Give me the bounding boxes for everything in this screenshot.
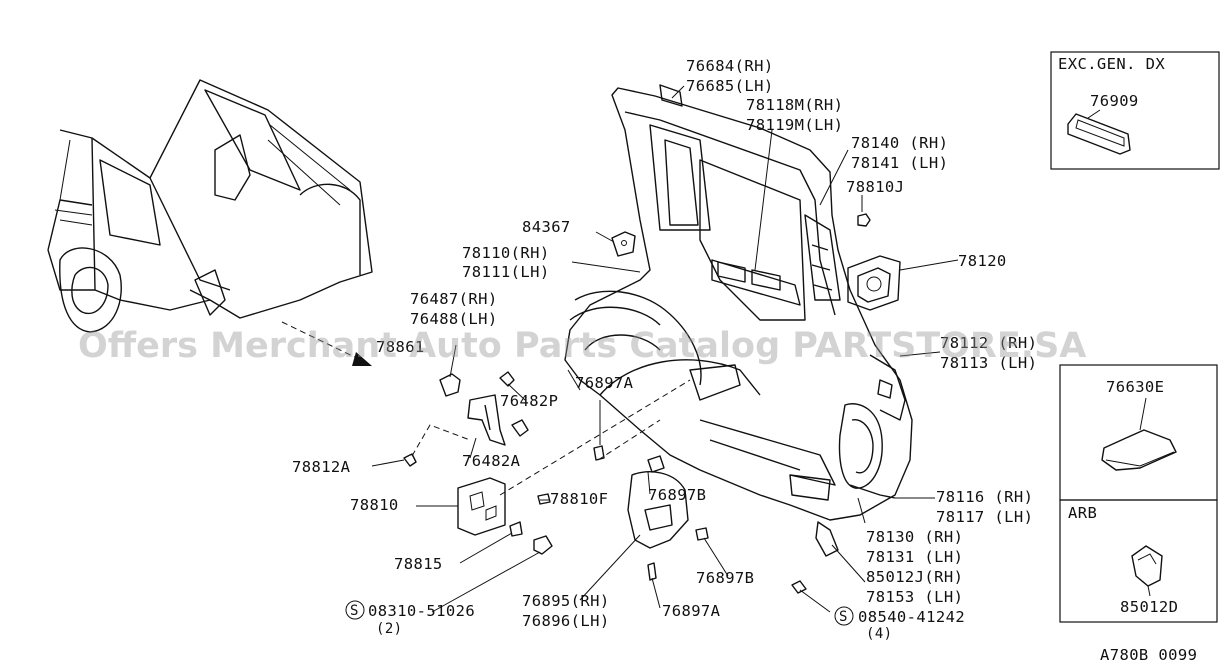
label-76909: 76909 bbox=[1090, 92, 1139, 110]
label-08540: 08540-41242 bbox=[858, 608, 965, 626]
s-symbol-08540: S bbox=[839, 609, 848, 625]
inset-76630e: 76630E bbox=[1059, 364, 1218, 501]
inset-arb-title: ARB bbox=[1068, 504, 1097, 522]
s-circle-08540 bbox=[834, 606, 854, 626]
label-78810f: 78810F bbox=[550, 490, 608, 508]
label-78810: 78810 bbox=[350, 496, 399, 514]
screw-08540 bbox=[791, 580, 807, 594]
part-78861 bbox=[439, 373, 461, 397]
part-78810j bbox=[857, 213, 871, 227]
part-76482p bbox=[499, 371, 515, 387]
part-78810 bbox=[457, 477, 506, 536]
label-08310-qty: (2) bbox=[376, 621, 403, 637]
label-76897a-low: 76897A bbox=[662, 602, 721, 620]
part-84367 bbox=[611, 231, 636, 257]
label-78130: 78130 (RH) bbox=[866, 528, 963, 546]
vehicle-overview bbox=[47, 79, 373, 366]
inset-arb: ARB 85012D bbox=[1059, 499, 1218, 623]
part-78120 bbox=[847, 255, 901, 311]
label-76684: 76684(RH) bbox=[686, 57, 774, 75]
label-78110: 78110(RH) bbox=[462, 244, 550, 262]
watermark: Offers Merchant Auto Parts Catalog PARTS… bbox=[78, 326, 1086, 366]
label-78861: 78861 bbox=[376, 338, 425, 356]
label-08310: 08310-51026 bbox=[368, 602, 475, 620]
bracket-85012j bbox=[815, 521, 839, 557]
part-76897b-b bbox=[695, 527, 709, 541]
quarter-panel bbox=[564, 84, 913, 521]
small-parts bbox=[403, 213, 901, 594]
part-78810f bbox=[537, 493, 551, 505]
part-labels: 76684(RH) 76685(LH) 78118M(RH) 78119M(LH… bbox=[292, 57, 1197, 664]
label-78815: 78815 bbox=[394, 555, 443, 573]
label-78812a: 78812A bbox=[292, 458, 351, 476]
label-78131: 78131 (LH) bbox=[866, 548, 963, 566]
label-76482p: 76482P bbox=[500, 392, 558, 410]
label-08540-qty: (4) bbox=[866, 626, 893, 642]
label-76482a: 76482A bbox=[462, 452, 521, 470]
label-78118m: 78118M(RH) bbox=[746, 96, 843, 114]
label-78119m: 78119M(LH) bbox=[746, 116, 843, 134]
label-76630e: 76630E bbox=[1106, 378, 1164, 396]
label-78810j: 78810J bbox=[846, 178, 904, 196]
label-76895: 76895(RH) bbox=[522, 592, 610, 610]
label-76897b-mid: 76897B bbox=[648, 486, 706, 504]
s-symbol-08310: S bbox=[350, 603, 359, 619]
part-85012d bbox=[1131, 545, 1163, 587]
label-76487: 76487(RH) bbox=[410, 290, 498, 308]
label-78116: 78116 (RH) bbox=[936, 488, 1033, 506]
mudguard-76895 bbox=[627, 471, 689, 549]
label-78140: 78140 (RH) bbox=[851, 134, 948, 152]
label-85012j: 85012J(RH) bbox=[866, 568, 963, 586]
part-76897a-b bbox=[647, 562, 657, 581]
part-78812a bbox=[403, 453, 417, 467]
part-76897a-a bbox=[593, 445, 605, 461]
screw-08310 bbox=[533, 535, 553, 555]
label-76488: 76488(LH) bbox=[410, 310, 498, 328]
label-78141: 78141 (LH) bbox=[851, 154, 948, 172]
label-78112: 78112 (RH) bbox=[940, 334, 1037, 352]
label-76685: 76685(LH) bbox=[686, 77, 774, 95]
part-76630e bbox=[1101, 429, 1177, 471]
label-78113: 78113 (LH) bbox=[940, 354, 1037, 372]
label-78117: 78117 (LH) bbox=[936, 508, 1033, 526]
label-78120: 78120 bbox=[958, 252, 1007, 270]
part-76482a bbox=[511, 419, 529, 437]
part-76897b-a bbox=[647, 455, 665, 473]
label-84367: 84367 bbox=[522, 218, 571, 236]
s-circle-08310 bbox=[345, 600, 365, 620]
part-78815 bbox=[509, 521, 523, 537]
label-76897b-low: 76897B bbox=[696, 569, 754, 587]
label-78153: 78153 (LH) bbox=[866, 588, 963, 606]
label-76896: 76896(LH) bbox=[522, 612, 610, 630]
part-76909 bbox=[1067, 113, 1131, 155]
leader-lines bbox=[371, 85, 959, 613]
part-76487 bbox=[467, 394, 506, 446]
label-85012d: 85012D bbox=[1120, 598, 1178, 616]
inset-exc-title: EXC.GEN. DX bbox=[1058, 55, 1165, 73]
diagram-id: A780B 0099 bbox=[1100, 646, 1197, 664]
label-76897a-top: 76897A bbox=[575, 374, 634, 392]
inset-exc-gen-dx: EXC.GEN. DX 76909 bbox=[1050, 51, 1220, 170]
label-78111: 78111(LH) bbox=[462, 263, 550, 281]
